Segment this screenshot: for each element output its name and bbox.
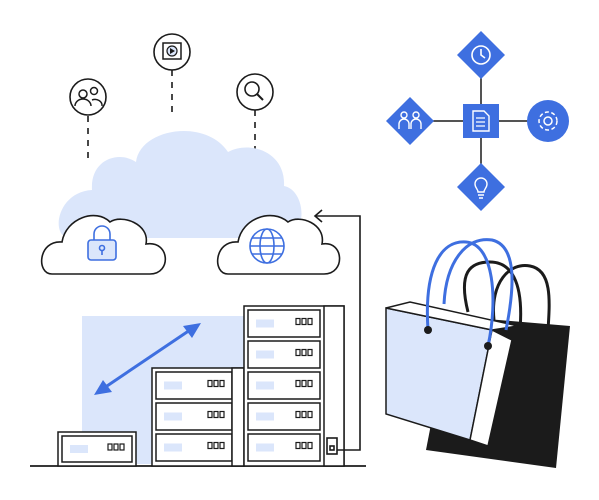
server-led [301,441,307,450]
private-cloud [40,214,167,275]
video-icon [153,33,191,71]
cloud-network [40,33,341,275]
server-led [307,317,313,326]
server-led [295,379,301,388]
server-led [219,379,225,388]
search-icon [236,73,274,111]
server-led [295,410,301,419]
dashed-connectors [87,70,256,160]
return-arrow-icon [313,209,361,455]
server-led [307,348,313,357]
server-led [207,441,213,450]
main-cloud [58,130,302,238]
server-led [301,317,307,326]
server-racks [30,209,366,467]
server-led [113,443,119,451]
rack-frame [323,305,345,467]
gear-icon [527,100,569,142]
server-led [207,379,213,388]
server-led [213,441,219,450]
server-label-plate [256,381,274,390]
server-led [295,348,301,357]
server-led [307,379,313,388]
server-label-plate [256,412,274,421]
public-cloud [216,214,341,275]
server-led [219,410,225,419]
server-label-plate [256,319,274,328]
workflow-diagram [386,31,569,211]
server-led [107,443,113,451]
server-label-plate [164,443,182,452]
server-led [295,317,301,326]
clock-icon [457,31,505,79]
server-led [301,410,307,419]
server-led [301,379,307,388]
team-icon [386,97,434,145]
shopping-bags [385,238,570,468]
server-led [295,441,301,450]
server-label-plate [256,443,274,452]
document-icon [463,104,499,138]
rack-frame [231,367,245,467]
server-led [213,410,219,419]
double-arrow-icon [94,323,201,395]
lock-icon [87,225,117,261]
server-led [307,410,313,419]
lightbulb-icon [457,163,505,211]
server-label-plate [256,350,274,359]
users-icon [69,78,107,116]
server-label-plate [70,445,88,453]
server-led [119,443,125,451]
server-led [307,441,313,450]
server-label-plate [164,412,182,421]
server-led [213,379,219,388]
globe-icon [249,228,285,264]
light-bag [385,238,519,447]
server-led [301,348,307,357]
server-led [219,441,225,450]
server-label-plate [164,381,182,390]
server-led [207,410,213,419]
